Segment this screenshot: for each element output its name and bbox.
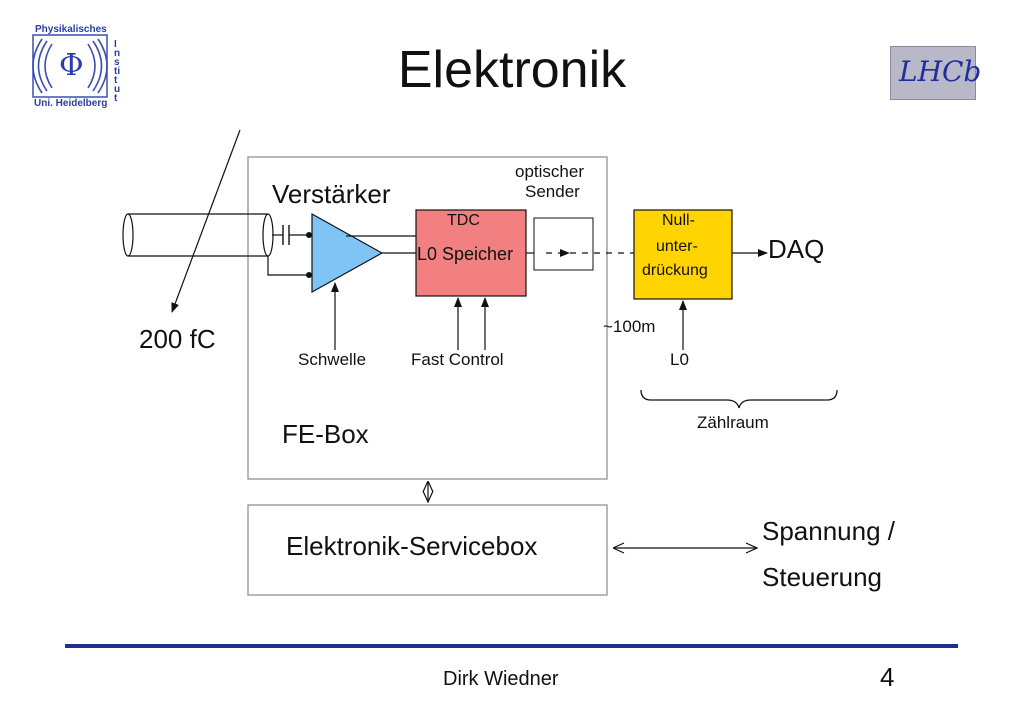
author-name: Dirk Wiedner [443,668,559,690]
amp-input-dot-lower [306,272,312,278]
service-box-outline [247,504,608,596]
amplifier-triangle [311,212,384,294]
zero-suppression-label-line2: unter- [656,238,698,255]
threshold-label: Schwelle [298,350,367,369]
zero-suppression-block [633,209,733,300]
amplifier-label: Verstärker [272,179,391,209]
optical-sender-label-line1: optischer [515,162,584,181]
amp-input-dot-upper [306,232,312,238]
detector-tube-icon [122,213,283,257]
counting-room-brace [640,389,838,409]
tdc-label-line2: L0 Speicher [417,244,514,264]
lhcb-logo-text: LHCb [899,55,982,88]
footer-divider [65,644,958,648]
logo-phi-symbol: Φ [59,48,84,83]
amp-input-lower-wire [267,256,312,276]
logo-side-text: Institut [114,39,121,104]
slide-title: Elektronik [397,41,627,99]
logo-line1: Physikalisches [35,24,107,35]
fe-box-outline [247,156,608,480]
daq-label: DAQ [768,234,825,264]
fe-box-label: FE-Box [282,419,369,449]
tdc-label-line1: TDC [447,212,480,229]
service-box-label: Elektronik-Servicebox [286,531,538,561]
charge-label: 200 fC [139,324,216,354]
lhcb-logo: LHCb [890,46,981,100]
page-number: 4 [880,662,895,692]
tdc-block [415,209,527,297]
particle-track-arrow [171,129,241,313]
fast-control-label: Fast Control [411,350,504,369]
l0-label: L0 [670,350,689,369]
institute-seal-icon [32,34,108,98]
supply-label-line2: Steuerung [762,562,882,592]
logo-line2: Uni. Heidelberg [34,98,108,109]
optical-sender-label-line2: Sender [525,182,580,201]
physics-institute-logo: Physikalisches Uni. Heidelberg Φ Institu… [30,22,130,110]
counting-room-label: Zählraum [697,413,769,432]
supply-label-line1: Spannung / [762,516,896,546]
optical-fiber-arrowhead [560,249,570,257]
distance-label: ~100m [603,317,656,336]
zero-suppression-label-line3: drückung [642,262,708,279]
optical-sender-box [533,217,594,271]
zero-suppression-label-line1: Null- [662,212,695,229]
